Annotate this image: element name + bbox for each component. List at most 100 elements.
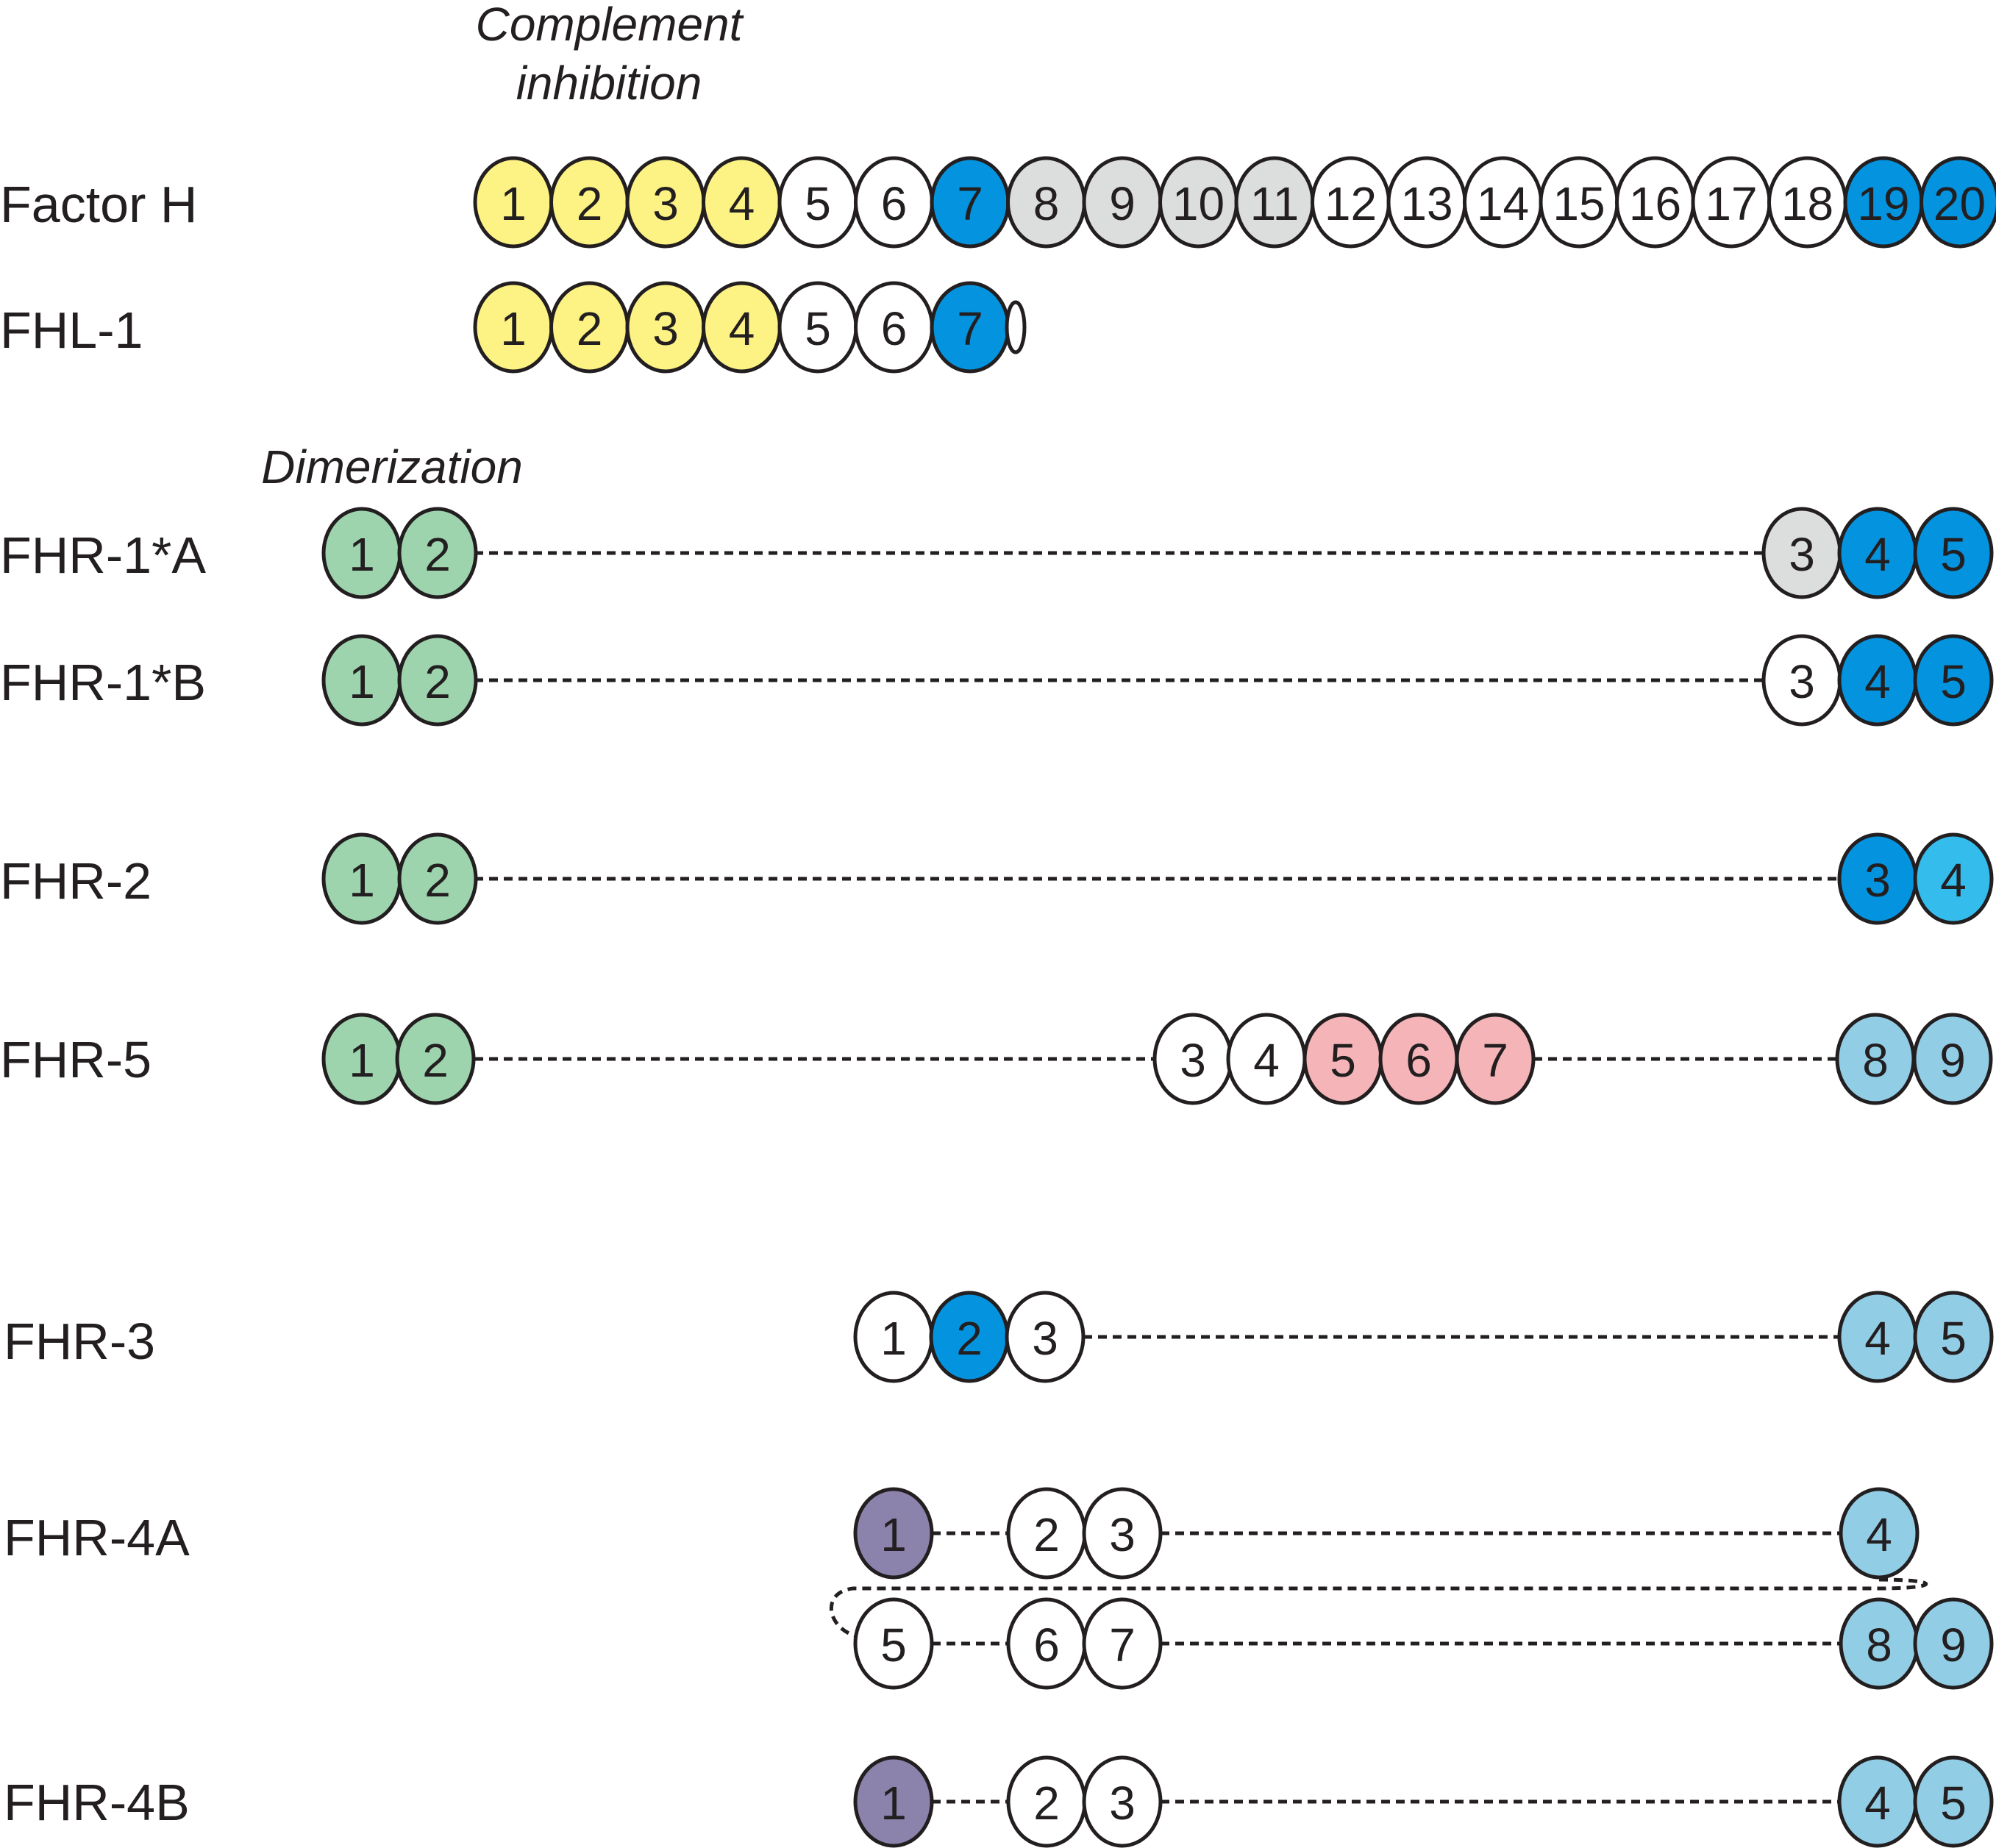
domain-factor-h-18: 18 (1767, 156, 1847, 249)
domain-fhr-4a-5: 5 (853, 1597, 934, 1690)
domain-fhr-2-3: 3 (1837, 832, 1918, 925)
domain-oval (1913, 507, 1994, 599)
domain-fhl-1-1: 1 (473, 281, 554, 374)
domain-oval (1912, 1013, 1993, 1105)
domain-fhr-2-1: 1 (321, 832, 402, 925)
domain-oval (1913, 832, 1994, 925)
domain-fhl-1-3: 3 (625, 281, 706, 374)
domain-number: 3 (1109, 1777, 1136, 1830)
domain-fhr-1-a-3: 3 (1761, 507, 1842, 599)
domain-oval (1455, 1013, 1536, 1105)
domain-factor-h-14: 14 (1463, 156, 1543, 249)
domain-fhr-1-b-3: 3 (1761, 634, 1842, 727)
domain-fhr-1-a-5: 5 (1913, 507, 1994, 599)
domain-factor-h-16: 16 (1615, 156, 1695, 249)
annotation-complement-inhibition-line1: Complement (476, 0, 744, 51)
domain-number: 17 (1705, 177, 1757, 230)
domain-fhr-4b-4: 4 (1837, 1755, 1918, 1848)
domain-factor-h-1: 1 (473, 156, 554, 249)
domain-fhr-4b-3: 3 (1082, 1755, 1163, 1848)
fhr-4a-wrap-connector (830, 1577, 1928, 1638)
domain-factor-h-15: 15 (1539, 156, 1619, 249)
domain-fhr-3-1: 1 (853, 1291, 934, 1383)
label-fhr-4a: FHR-4A (4, 1509, 190, 1566)
domain-oval (853, 1755, 934, 1848)
label-factor-h: Factor H (0, 176, 197, 233)
domain-number: 7 (1109, 1619, 1136, 1672)
domain-number: 4 (1940, 854, 1967, 907)
domain-number: 7 (957, 302, 983, 355)
domain-fhr-5-1: 1 (321, 1013, 402, 1105)
domain-oval (395, 1013, 476, 1105)
domain-oval (853, 1597, 934, 1690)
label-fhr-1a: FHR-1*A (0, 527, 206, 584)
domain-factor-h-5: 5 (777, 156, 858, 249)
domain-fhr-5-8: 8 (1835, 1013, 1916, 1105)
domain-number: 3 (1109, 1508, 1136, 1561)
domain-number: 2 (577, 177, 603, 230)
domain-fhr-4b-1: 1 (853, 1755, 934, 1848)
domain-fhr-1-b-1: 1 (321, 634, 402, 727)
domain-fhr-4a-6: 6 (1006, 1597, 1087, 1690)
domain-number: 8 (1862, 1034, 1889, 1087)
domain-fhr-3-4: 4 (1837, 1291, 1918, 1383)
domain-number: 4 (729, 302, 755, 355)
annotation-complement-inhibition-line2: inhibition (516, 57, 702, 110)
domain-number: 1 (500, 302, 527, 355)
domain-number: 4 (1866, 1508, 1892, 1561)
domain-number: 4 (729, 177, 755, 230)
domain-fhr-4b-2: 2 (1006, 1755, 1087, 1848)
domain-number: 1 (500, 177, 527, 230)
domain-factor-h-11: 11 (1234, 156, 1315, 249)
domain-fhr-3-5: 5 (1913, 1291, 1994, 1383)
fhl-1-c-terminal-tail (1005, 300, 1027, 354)
domain-number: 6 (1033, 1619, 1060, 1672)
domain-number: 2 (577, 302, 603, 355)
domain-number: 19 (1857, 177, 1909, 230)
domain-fhr-5-2: 2 (395, 1013, 476, 1105)
domain-oval (1082, 1755, 1163, 1848)
domain-fhr-5-9: 9 (1912, 1013, 1993, 1105)
domain-number: 5 (1940, 655, 1967, 708)
domain-number: 1 (349, 1034, 375, 1087)
domain-oval (1005, 1291, 1086, 1383)
domain-oval (397, 507, 478, 599)
domain-factor-h-10: 10 (1158, 156, 1238, 249)
domain-number: 1 (880, 1508, 907, 1561)
domain-number: 4 (1253, 1034, 1280, 1087)
domain-number: 5 (1940, 1777, 1967, 1830)
domain-number: 5 (1940, 528, 1967, 581)
domain-fhr-4a-4: 4 (1839, 1487, 1920, 1580)
domain-factor-h-4: 4 (702, 156, 782, 249)
domain-fhr-4a-9: 9 (1913, 1597, 1994, 1690)
domain-number: 4 (1864, 655, 1891, 708)
domain-number: 5 (880, 1619, 907, 1672)
domain-number: 18 (1781, 177, 1833, 230)
domain-fhr-3-3: 3 (1005, 1291, 1086, 1383)
domain-oval (1913, 634, 1994, 727)
domain-oval (1920, 156, 1996, 249)
domain-factor-h-17: 17 (1691, 156, 1772, 249)
domain-factor-h-6: 6 (854, 156, 934, 249)
label-fhr-3: FHR-3 (4, 1313, 155, 1370)
domain-factor-h-9: 9 (1082, 156, 1163, 249)
domain-number: 3 (1864, 854, 1891, 907)
domain-number: 3 (1789, 655, 1815, 708)
domain-number: 2 (1033, 1508, 1060, 1561)
domain-oval (1913, 1597, 1994, 1690)
domain-fhr-4b-5: 5 (1913, 1755, 1994, 1848)
domain-factor-h-12: 12 (1311, 156, 1391, 249)
domain-number: 16 (1629, 177, 1681, 230)
domain-fhr-5-6: 6 (1378, 1013, 1459, 1105)
domain-fhr-3-2: 2 (929, 1291, 1010, 1383)
domain-fhr-5-3: 3 (1152, 1013, 1233, 1105)
domain-fhr-1-b-2: 2 (397, 634, 478, 727)
domain-factor-h-7: 7 (930, 156, 1011, 249)
domain-number: 9 (1940, 1619, 1967, 1672)
domain-fhl-1-6: 6 (854, 281, 934, 374)
domain-factor-h-20: 20 (1920, 156, 1996, 249)
domain-number: 9 (1109, 177, 1136, 230)
domain-fhr-1-a-1: 1 (321, 507, 402, 599)
domain-factor-h-8: 8 (1006, 156, 1086, 249)
